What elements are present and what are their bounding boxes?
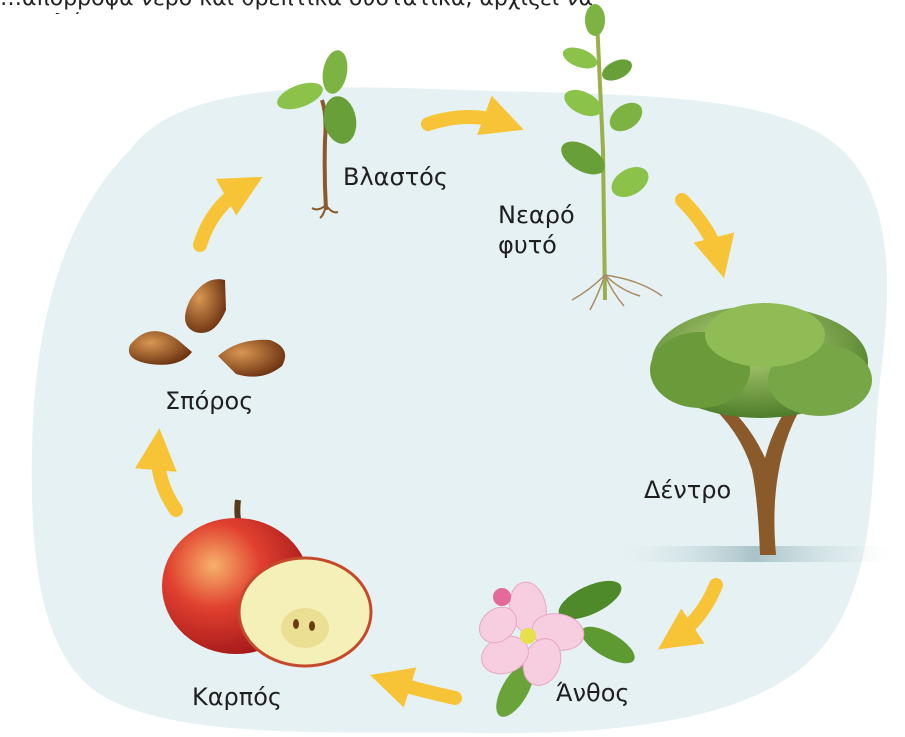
stage-label-young-plant: Νεαρό φυτό <box>498 200 608 260</box>
stage-label-seeds: Σπόρος <box>165 386 253 416</box>
stage-label-young-plant-line2: φυτό <box>498 231 557 259</box>
stage-label-sprout: Βλαστός <box>343 162 448 192</box>
stage-label-fruit: Καρπός <box>192 682 282 712</box>
stage-label-young-plant-line1: Νεαρό <box>498 201 575 229</box>
stage-label-flower: Άνθος <box>556 678 629 708</box>
arrow-sprout-to-young <box>428 117 508 124</box>
stage-label-tree: Δέντρο <box>644 475 731 505</box>
